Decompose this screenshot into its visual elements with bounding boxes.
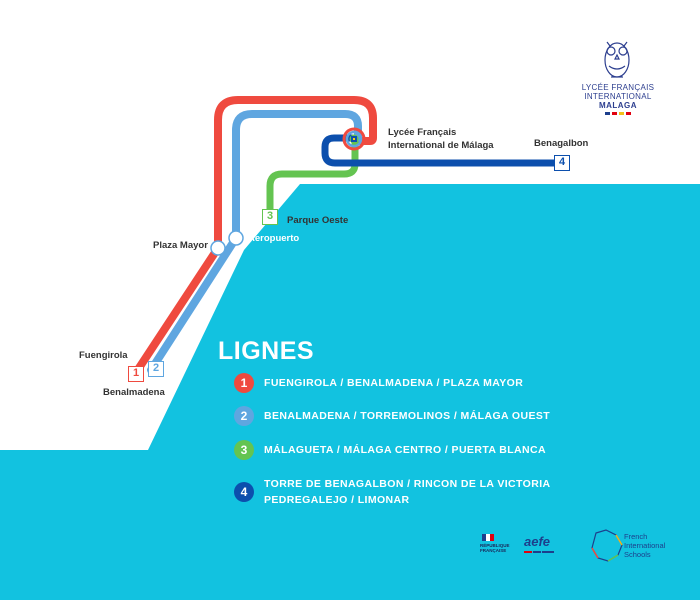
school-hub-icon[interactable] [342,127,366,151]
legend-number-1: 1 [234,373,254,393]
legend-number-4: 4 [234,482,254,502]
fis-text: French International Schools [624,532,684,559]
aefe-text: aefe [524,534,551,549]
line-3-marker[interactable]: 3 [262,209,278,225]
stop-label-aeropuerto: Aeropuerto [248,233,300,244]
logo-line-2: INTERNATIONAL [584,92,652,101]
legend-text-2: BENALMADENA / TORREMOLINOS / MÁLAGA OUES… [264,410,551,422]
legend-number-3: 3 [234,440,254,460]
route-line-1 [135,96,377,372]
stop-label-benagalbon: Benagalbon [534,138,589,149]
line-2-marker[interactable]: 2 [148,361,164,377]
stop-label-lycee-1: Lycée Français [388,127,457,138]
legend-number-2: 2 [234,406,254,426]
station-plaza-mayor[interactable] [210,240,226,256]
stop-label-lycee-2: International de Málaga [388,140,494,151]
route-line-3 [266,138,359,217]
stop-label-fuengirola: Fuengirola [79,350,128,361]
fis-line-1: French [624,532,648,541]
station-aeropuerto[interactable] [228,230,244,246]
school-logo: LYCÉE FRANÇAIS INTERNATIONAL MALAGA [578,36,658,115]
stop-label-parque-oeste: Parque Oeste [287,215,349,226]
logo-line-1: LYCÉE FRANÇAIS [581,83,655,92]
aefe-logo: aefe [524,534,550,549]
line-4-marker[interactable]: 4 [554,155,570,171]
fis-line-3: Schools [624,550,651,559]
legend-item-4[interactable]: 4 TORRE DE BENAGALBON / RINCON DE LA VIC… [234,478,551,508]
sea-area [0,184,700,600]
legend-item-2[interactable]: 2 BENALMADENA / TORREMOLINOS / MÁLAGA OU… [234,406,550,426]
owl-icon [604,41,630,78]
republique-text: RÉPUBLIQUE FRANÇAISE [480,543,510,553]
marianne-logo-icon [482,534,494,541]
line-1-marker[interactable]: 1 [128,366,144,382]
legend-text-4-line-2: PEDREGALEJO / LIMONAR [264,494,410,506]
route-line-4 [321,134,566,167]
legend-text-3: MÁLAGUETA / MÁLAGA CENTRO / PUERTA BLANC… [264,444,546,456]
route-line-2 [147,110,362,374]
stop-label-benalmadena: Benalmadena [103,387,165,398]
legend-text-1: FUENGIROLA / BENALMADENA / PLAZA MAYOR [264,377,524,389]
legend-text-4-line-1: TORRE DE BENAGALBON / RINCON DE LA VICTO… [264,478,551,490]
legend-item-1[interactable]: 1 FUENGIROLA / BENALMADENA / PLAZA MAYOR [234,373,523,393]
flag-stripes-icon [578,112,658,115]
republique-francaise-logo: RÉPUBLIQUE FRANÇAISE [480,543,520,553]
france-map-icon [591,529,623,562]
fis-line-2: International [624,541,666,550]
legend-title: LIGNES [218,337,315,365]
stop-label-plaza-mayor: Plaza Mayor [153,240,208,251]
logo-city: MALAGA [598,101,638,110]
legend-text-4: TORRE DE BENAGALBON / RINCON DE LA VICTO… [264,476,551,508]
legend-item-3[interactable]: 3 MÁLAGUETA / MÁLAGA CENTRO / PUERTA BLA… [234,440,546,460]
aefe-logo-icon [524,551,554,553]
